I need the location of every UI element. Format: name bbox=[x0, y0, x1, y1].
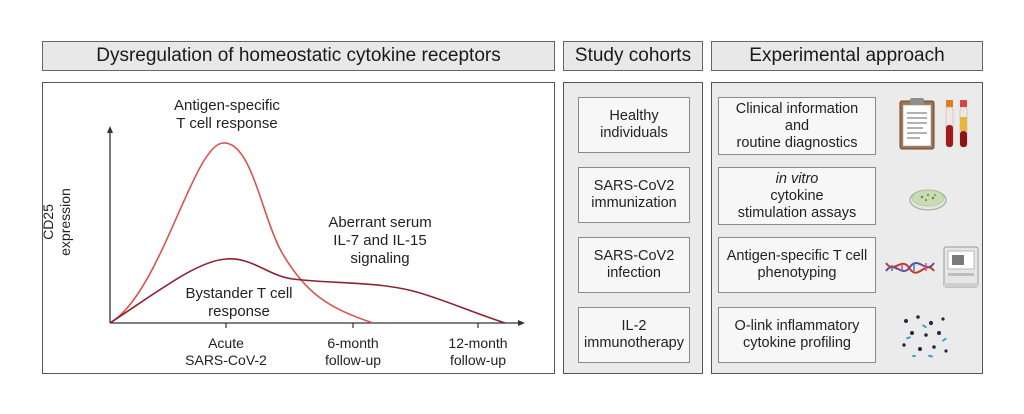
x-axis-arrow bbox=[518, 320, 525, 326]
x-tick-label-6-month: 6-month follow-up bbox=[324, 335, 382, 368]
antigen-specific-curve bbox=[109, 142, 374, 324]
header-dysregulation: Dysregulation of homeostatic cytokine re… bbox=[42, 41, 555, 71]
bystander-aberrant-curve bbox=[109, 258, 506, 324]
x-tick-label-12-month: 12-month follow-up bbox=[448, 335, 508, 368]
aberrant-signaling-label: Aberrant serum IL-7 and IL-15 signaling bbox=[328, 214, 432, 267]
dna-sequencer-icon bbox=[885, 246, 979, 288]
antigen-specific-label: Antigen-specific T cell response bbox=[174, 97, 280, 132]
header-experimental-approach: Experimental approach bbox=[711, 41, 983, 71]
bystander-label: Bystander T cell response bbox=[185, 285, 293, 320]
diagram-panel: CD25 expression Antigen-specific T cell … bbox=[40, 82, 555, 374]
y-axis-arrow bbox=[107, 126, 113, 133]
cd25-diagram bbox=[107, 126, 525, 328]
x-tick-label-acute: Acute SARS-CoV-2 bbox=[185, 335, 267, 368]
petri-dish-icon bbox=[909, 189, 947, 211]
header-study-cohorts: Study cohorts bbox=[563, 41, 703, 71]
clipboard-blood-tubes-icon bbox=[899, 98, 968, 150]
protein-particles-icon bbox=[902, 315, 948, 358]
